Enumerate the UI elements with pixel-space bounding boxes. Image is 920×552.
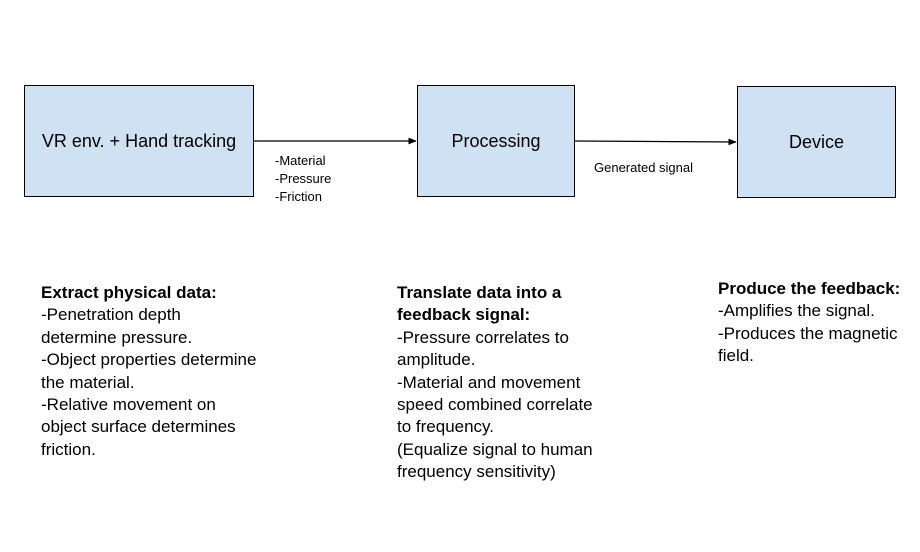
description-line: -Object properties determine the materia… — [41, 350, 257, 392]
description-heading: Extract physical data: — [41, 283, 217, 302]
node-label: Processing — [451, 130, 541, 151]
edge-label-physical-data: -Material -Pressure -Friction — [275, 153, 332, 204]
description-line: (Equalize signal to human frequency sens… — [397, 439, 593, 482]
description-translate: Translate data into a feedback signal: -… — [397, 282, 602, 484]
node-device: Device — [737, 86, 896, 198]
description-heading: Produce the feedback: — [718, 279, 901, 298]
description-line: -Material and movement speed combined co… — [397, 372, 593, 437]
description-extract: Extract physical data: -Penetration dept… — [41, 282, 261, 461]
node-vr-hand-tracking: VR env. + Hand tracking — [24, 85, 254, 197]
description-line: -Produces the magnetic field. — [718, 323, 898, 366]
description-produce: Produce the feedback: -Amplifies the sig… — [718, 278, 918, 368]
description-heading: Translate data into a feedback signal: — [397, 283, 562, 325]
arrow-processing-to-device — [574, 138, 737, 146]
description-line: -Relative movement on object surface det… — [41, 395, 236, 459]
node-label: VR env. + Hand tracking — [41, 130, 237, 151]
edge-label-generated-signal: Generated signal — [594, 160, 694, 175]
node-label: Device — [788, 131, 845, 152]
description-line: -Amplifies the signal. — [718, 301, 875, 321]
description-line: -Penetration depth determine pressure. — [41, 305, 193, 347]
description-line: -Pressure correlates to amplitude. — [397, 327, 569, 370]
node-processing: Processing — [417, 85, 575, 197]
